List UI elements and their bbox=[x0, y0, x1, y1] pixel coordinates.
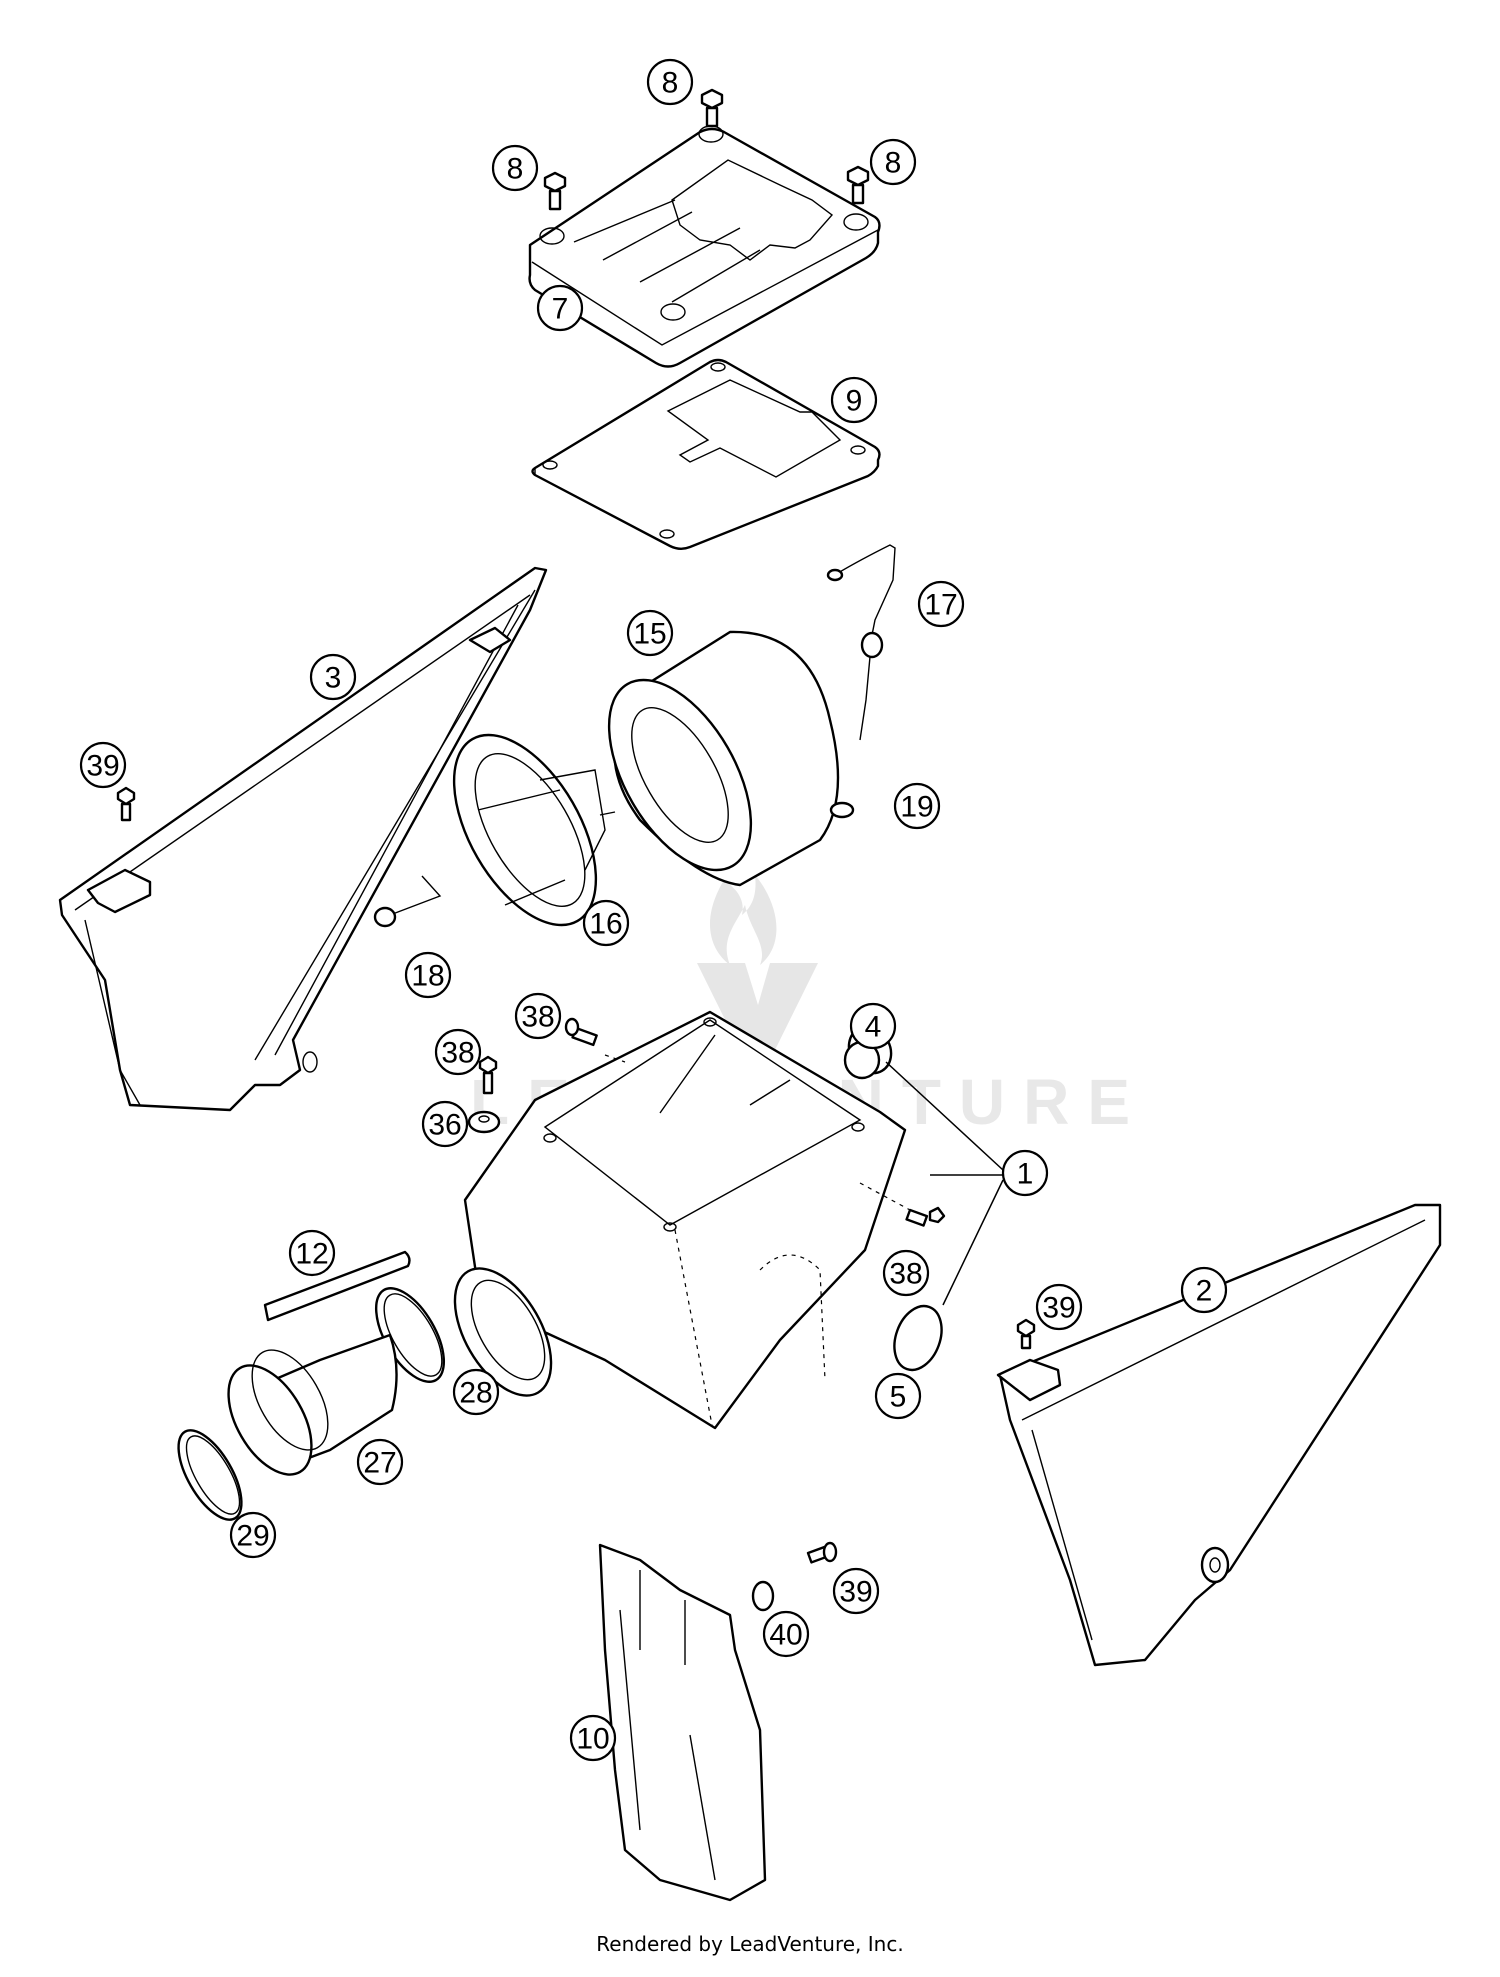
svg-text:4: 4 bbox=[865, 1011, 882, 1044]
svg-text:2: 2 bbox=[1196, 1275, 1213, 1308]
callout-8[interactable]: 8 bbox=[491, 144, 539, 192]
part-27-intake-boot[interactable] bbox=[211, 1333, 398, 1488]
screw-icon bbox=[543, 171, 567, 211]
part-7-lid[interactable] bbox=[528, 125, 881, 368]
part-3-side-cover-left[interactable] bbox=[58, 566, 548, 1112]
svg-text:3: 3 bbox=[325, 662, 342, 695]
render-credit: Rendered by LeadVenture, Inc. bbox=[596, 1932, 904, 1956]
callout-5[interactable]: 5 bbox=[874, 1372, 922, 1420]
part-10-mud-flap[interactable] bbox=[598, 1543, 767, 1902]
callout-19[interactable]: 19 bbox=[893, 782, 941, 830]
svg-text:9: 9 bbox=[846, 385, 863, 418]
callout-8[interactable]: 8 bbox=[646, 58, 694, 106]
svg-text:8: 8 bbox=[885, 147, 902, 180]
callout-39[interactable]: 39 bbox=[1035, 1283, 1083, 1331]
svg-text:36: 36 bbox=[428, 1109, 461, 1142]
callout-15[interactable]: 15 bbox=[626, 609, 674, 657]
svg-text:40: 40 bbox=[769, 1619, 802, 1652]
callout-27[interactable]: 27 bbox=[356, 1438, 404, 1486]
callout-9[interactable]: 9 bbox=[830, 376, 878, 424]
part-9-gasket[interactable] bbox=[531, 358, 881, 550]
callout-29[interactable]: 29 bbox=[229, 1511, 277, 1559]
callout-16[interactable]: 16 bbox=[582, 899, 630, 947]
callout-28[interactable]: 28 bbox=[452, 1368, 500, 1416]
callout-3[interactable]: 3 bbox=[309, 653, 357, 701]
svg-text:18: 18 bbox=[411, 960, 444, 993]
part-18-filter-pin[interactable] bbox=[373, 875, 442, 928]
svg-text:19: 19 bbox=[900, 791, 933, 824]
part-40-washer[interactable] bbox=[751, 1580, 775, 1612]
callout-7[interactable]: 7 bbox=[536, 284, 584, 332]
callout-17[interactable]: 17 bbox=[917, 580, 965, 628]
part-5-cap[interactable] bbox=[886, 1299, 950, 1376]
part-39-screw-b[interactable] bbox=[1016, 1318, 1036, 1350]
part-15-air-filter[interactable] bbox=[580, 630, 840, 893]
callout-36[interactable]: 36 bbox=[421, 1100, 469, 1148]
callout-39[interactable]: 39 bbox=[79, 741, 127, 789]
svg-text:15: 15 bbox=[633, 618, 666, 651]
svg-text:39: 39 bbox=[86, 750, 119, 783]
callout-4[interactable]: 4 bbox=[849, 1002, 897, 1050]
part-38-screw-b[interactable] bbox=[478, 1055, 498, 1095]
part-36-bushing[interactable] bbox=[467, 1110, 501, 1134]
svg-text:7: 7 bbox=[552, 293, 569, 326]
screw-icon bbox=[846, 165, 870, 205]
svg-text:38: 38 bbox=[889, 1258, 922, 1291]
svg-text:1: 1 bbox=[1017, 1158, 1034, 1191]
callout-40[interactable]: 40 bbox=[762, 1610, 810, 1658]
part-2-side-cover-right[interactable] bbox=[996, 1203, 1442, 1667]
part-38-screw-a[interactable] bbox=[564, 1017, 598, 1047]
svg-text:29: 29 bbox=[236, 1520, 269, 1553]
callouts: 8 8 8 7 9 3 15 17 19 39 16 18 4 38 38 36… bbox=[79, 58, 1228, 1762]
svg-text:12: 12 bbox=[295, 1238, 328, 1271]
svg-text:17: 17 bbox=[924, 589, 957, 622]
svg-text:8: 8 bbox=[662, 67, 679, 100]
svg-text:38: 38 bbox=[441, 1037, 474, 1070]
part-1-air-box[interactable] bbox=[435, 1010, 907, 1430]
svg-text:38: 38 bbox=[521, 1001, 554, 1034]
part-8-screws[interactable] bbox=[543, 88, 870, 211]
part-12-hose[interactable] bbox=[263, 1250, 411, 1322]
part-16-filter-cage[interactable] bbox=[425, 712, 625, 949]
callout-10[interactable]: 10 bbox=[569, 1714, 617, 1762]
svg-text:16: 16 bbox=[589, 908, 622, 941]
callout-8[interactable]: 8 bbox=[869, 138, 917, 186]
v-watermark-icon bbox=[697, 963, 818, 1060]
svg-text:8: 8 bbox=[507, 153, 524, 186]
part-39-screw-a[interactable] bbox=[116, 786, 136, 822]
callout-12[interactable]: 12 bbox=[288, 1229, 336, 1277]
callout-1[interactable]: 1 bbox=[1001, 1149, 1049, 1197]
callout-38[interactable]: 38 bbox=[514, 992, 562, 1040]
screw-icon bbox=[700, 88, 724, 128]
callout-38[interactable]: 38 bbox=[882, 1249, 930, 1297]
part-38-screw-c[interactable] bbox=[905, 1206, 946, 1227]
callout-18[interactable]: 18 bbox=[404, 951, 452, 999]
svg-text:39: 39 bbox=[839, 1576, 872, 1609]
callout-39[interactable]: 39 bbox=[832, 1567, 880, 1615]
part-39-screw-c[interactable] bbox=[806, 1541, 838, 1564]
callout-38[interactable]: 38 bbox=[434, 1028, 482, 1076]
part-29-hose-clamp[interactable] bbox=[166, 1421, 254, 1530]
svg-text:39: 39 bbox=[1042, 1292, 1075, 1325]
leader-lines bbox=[604, 1054, 1004, 1306]
svg-text:27: 27 bbox=[363, 1447, 396, 1480]
part-17-retaining-wire[interactable] bbox=[826, 544, 896, 741]
part-19-washer[interactable] bbox=[829, 801, 855, 819]
svg-text:10: 10 bbox=[576, 1723, 609, 1756]
svg-text:5: 5 bbox=[890, 1381, 907, 1414]
svg-text:28: 28 bbox=[459, 1377, 492, 1410]
callout-2[interactable]: 2 bbox=[1180, 1266, 1228, 1314]
flame-watermark-icon bbox=[709, 875, 777, 965]
